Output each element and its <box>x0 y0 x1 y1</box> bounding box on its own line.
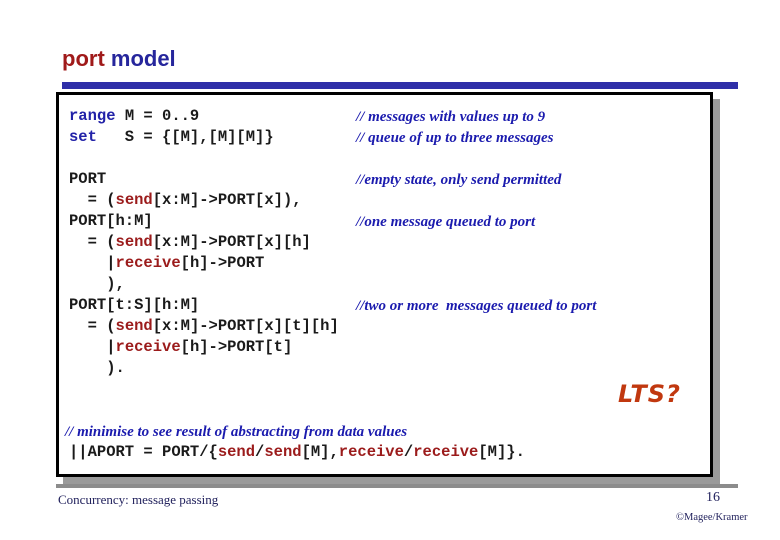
code-action-label: send <box>264 443 302 461</box>
page-title: port model <box>62 46 176 72</box>
code-text: [x:M]->PORT[x][t][h] <box>152 317 339 335</box>
title-underline-rule <box>62 82 738 89</box>
code-comment: //one message queued to port <box>356 214 536 230</box>
page-title-emphasis: port <box>62 46 105 71</box>
code-line: = (send[x:M]->PORT[x][t][h] <box>69 317 339 335</box>
code-line: range M = 0..9 <box>69 107 199 125</box>
code-text: / <box>255 443 265 461</box>
code-text: / <box>403 443 414 461</box>
code-line: |receive[h]->PORT[t] <box>69 338 292 356</box>
code-text: [h]->PORT[t] <box>180 338 293 356</box>
code-comment: // minimise to see result of abstracting… <box>65 424 408 440</box>
code-comment: // messages with values up to 9 <box>356 109 546 125</box>
code-comment: //empty state, only send permitted <box>356 172 562 188</box>
code-line: = (send[x:M]->PORT[x][h] <box>69 233 311 251</box>
lts-question-annotation: LTS? <box>618 380 681 408</box>
code-text: ). <box>69 359 125 377</box>
code-text: PORT[t:S][h:M] <box>69 296 200 314</box>
code-line: PORT[h:M] <box>69 212 153 230</box>
code-line: |receive[h]->PORT <box>69 254 264 272</box>
code-action-label: receive <box>413 443 479 461</box>
code-text: M = 0..9 <box>115 107 200 125</box>
code-text: [M]}. <box>478 443 525 461</box>
code-text: ||APORT = PORT/{ <box>69 443 218 461</box>
code-text: S = {[M],[M][M]} <box>96 128 274 146</box>
code-line: ), <box>69 275 125 293</box>
code-action-label: receive <box>115 254 181 272</box>
page-title-rest: model <box>104 46 176 71</box>
footer-course-label: Concurrency: message passing <box>58 492 219 507</box>
code-line: set S = {[M],[M][M]} <box>69 128 274 146</box>
code-action-label: send <box>115 191 153 209</box>
code-line: PORT[t:S][h:M] <box>69 296 199 314</box>
code-text: = ( <box>69 191 116 209</box>
code-action-label: send <box>115 233 153 251</box>
code-action-label: receive <box>115 338 181 356</box>
code-comment: //two or more messages queued to port <box>356 298 597 314</box>
code-text: | <box>69 254 116 272</box>
code-text: [h]->PORT <box>180 254 265 272</box>
code-text: PORT[h:M] <box>69 212 153 230</box>
code-text: [x:M]->PORT[x][h] <box>152 233 311 251</box>
code-keyword: set <box>69 128 97 146</box>
code-text: [M], <box>301 443 339 461</box>
code-line: = (send[x:M]->PORT[x]), <box>69 191 302 209</box>
footer-page-number: 16 <box>706 490 720 505</box>
code-action-label: send <box>217 443 256 461</box>
footer-copyright: ©Magee/Kramer <box>676 512 748 523</box>
code-text: [x:M]->PORT[x]), <box>152 191 302 209</box>
code-text: = ( <box>69 317 116 335</box>
code-line: PORT <box>69 170 106 188</box>
code-text: ), <box>69 275 125 293</box>
code-comment: // queue of up to three messages <box>356 130 554 146</box>
code-action-label: receive <box>338 443 404 461</box>
code-line: ||APORT = PORT/{send/send[M],receive/rec… <box>69 443 525 461</box>
code-line: ). <box>69 359 125 377</box>
code-text: | <box>69 338 116 356</box>
code-text: = ( <box>69 233 116 251</box>
code-listing: range M = 0..9 set S = {[M],[M][M]} PORT =… <box>59 95 710 474</box>
code-box: range M = 0..9 set S = {[M],[M][M]} PORT =… <box>56 92 713 477</box>
code-keyword: range <box>69 107 116 125</box>
code-text: PORT <box>69 170 107 188</box>
footer-divider <box>56 484 738 488</box>
code-action-label: send <box>115 317 153 335</box>
